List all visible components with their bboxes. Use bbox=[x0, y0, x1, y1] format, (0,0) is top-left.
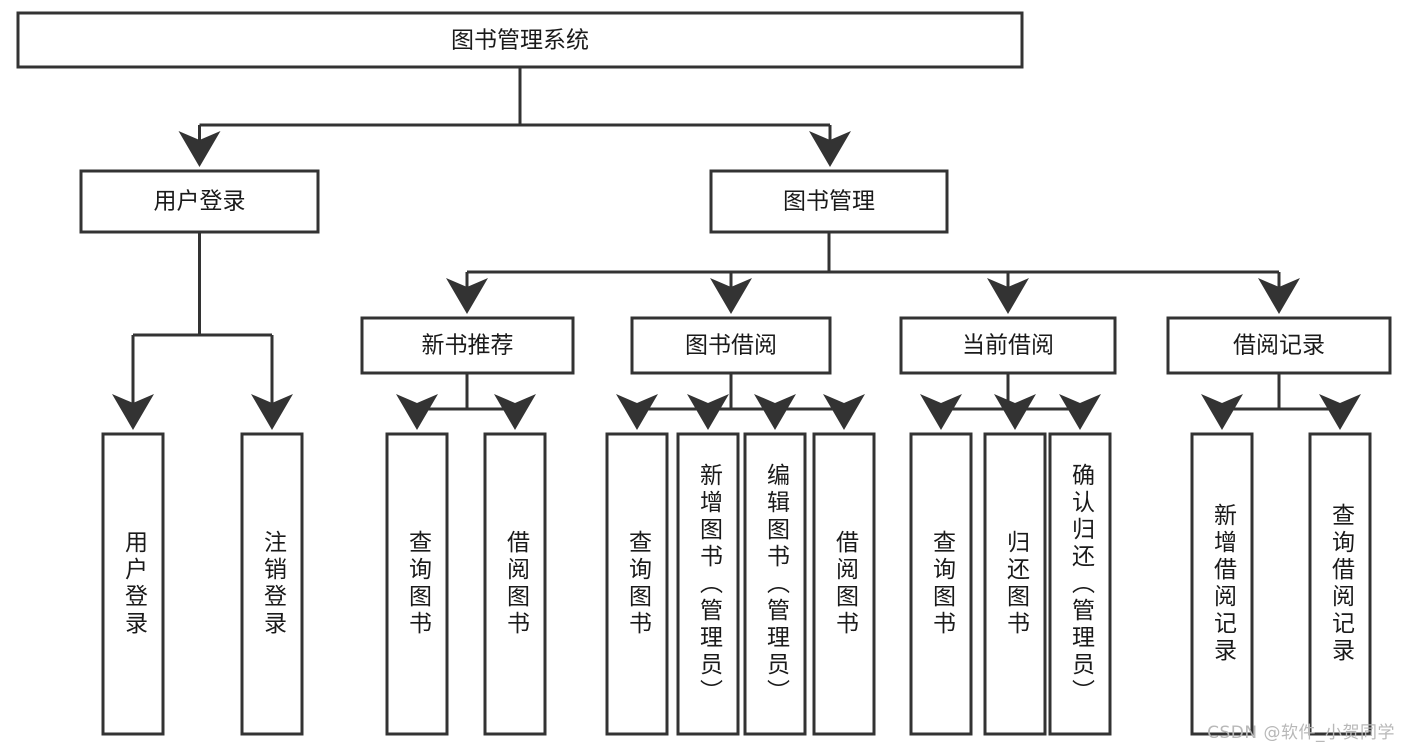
leaf-user-login-box[interactable] bbox=[101, 432, 165, 736]
connector-group-borrow-record-leaves bbox=[1201, 373, 1361, 430]
leaf-borrow-book-rec-box[interactable] bbox=[483, 432, 547, 736]
node-root[interactable]: 图书管理系统 bbox=[16, 11, 1024, 69]
node-user-login-box[interactable] bbox=[79, 169, 320, 234]
node-root-box[interactable] bbox=[16, 11, 1024, 69]
node-current-borrow-box[interactable] bbox=[899, 316, 1117, 375]
connector-group-book-manage-to-level3 bbox=[446, 232, 1300, 314]
node-current-borrow[interactable]: 当前借阅 bbox=[899, 316, 1117, 375]
leaf-add-record-box[interactable] bbox=[1190, 432, 1254, 736]
leaf-borrow-book-bb-box[interactable] bbox=[812, 432, 876, 736]
node-borrow-record-box[interactable] bbox=[1166, 316, 1392, 375]
node-borrow-record[interactable]: 借阅记录 bbox=[1166, 316, 1392, 375]
node-new-book-rec-label: 新书推荐 bbox=[422, 333, 514, 359]
node-new-book-rec-box[interactable] bbox=[360, 316, 575, 375]
leaf-query-book-cb-box[interactable] bbox=[909, 432, 973, 736]
node-current-borrow-label: 当前借阅 bbox=[962, 333, 1054, 359]
node-user-login[interactable]: 用户登录 bbox=[79, 169, 320, 234]
connector-group-new-book-rec-leaves bbox=[396, 373, 536, 430]
leaf-user-logout-box[interactable] bbox=[240, 432, 304, 736]
node-book-borrow-box[interactable] bbox=[630, 316, 832, 375]
node-book-manage[interactable]: 图书管理 bbox=[709, 169, 949, 234]
csdn-watermark: CSDN @软件_小贺同学 bbox=[1207, 723, 1395, 743]
node-user-login-label: 用户登录 bbox=[154, 189, 246, 215]
node-root-label: 图书管理系统 bbox=[451, 28, 589, 54]
leaf-add-book-box[interactable] bbox=[676, 432, 740, 736]
connector-group-current-borrow-leaves bbox=[920, 373, 1101, 430]
node-borrow-record-label: 借阅记录 bbox=[1233, 333, 1325, 359]
leaf-query-book-rec-box[interactable] bbox=[385, 432, 449, 736]
leaf-boxes-group bbox=[101, 432, 1372, 736]
leaf-return-book-box[interactable] bbox=[983, 432, 1047, 736]
node-book-borrow[interactable]: 图书借阅 bbox=[630, 316, 832, 375]
connector-group-user-login-leaves bbox=[112, 232, 293, 430]
leaf-edit-book-box[interactable] bbox=[743, 432, 807, 736]
connector-group-root-to-level2 bbox=[178, 67, 851, 167]
node-book-manage-label: 图书管理 bbox=[783, 189, 875, 215]
node-book-manage-box[interactable] bbox=[709, 169, 949, 234]
leaf-query-book-bb-box[interactable] bbox=[605, 432, 669, 736]
leaf-confirm-return-box[interactable] bbox=[1048, 432, 1112, 736]
leaf-query-record-box[interactable] bbox=[1308, 432, 1372, 736]
connector-group-book-borrow-leaves bbox=[616, 373, 865, 430]
node-book-borrow-label: 图书借阅 bbox=[685, 333, 777, 359]
node-new-book-rec[interactable]: 新书推荐 bbox=[360, 316, 575, 375]
